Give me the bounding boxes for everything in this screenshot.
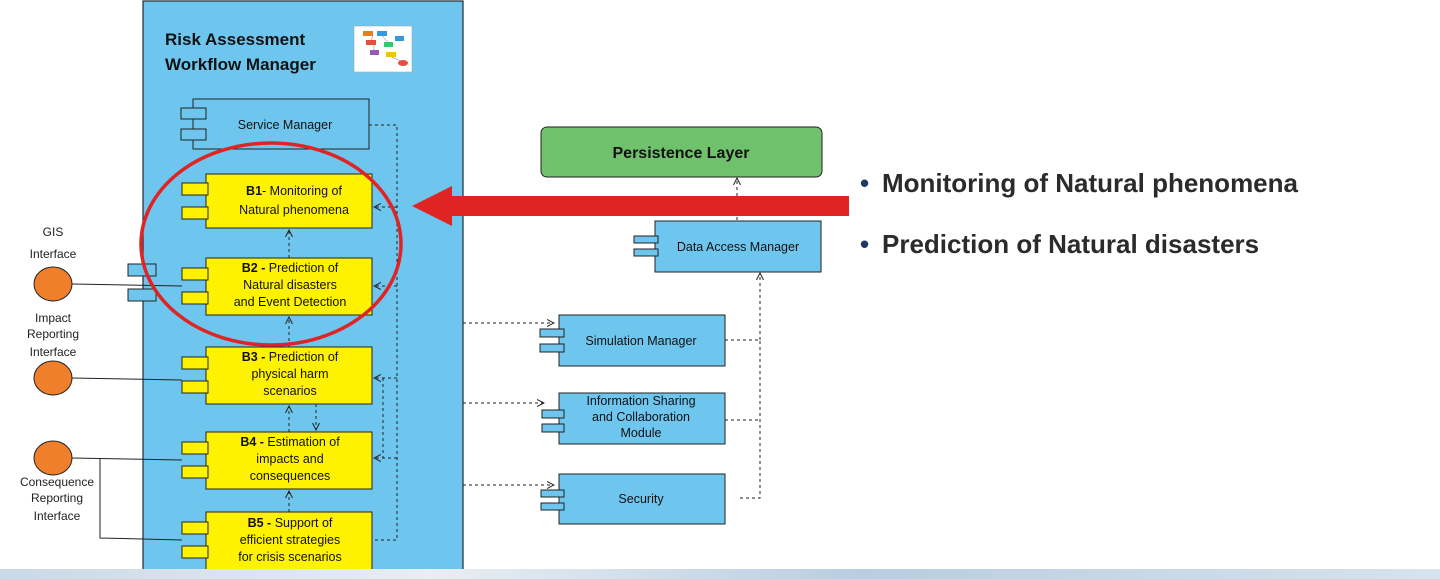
b5-line1: B5 - Support of <box>248 516 333 530</box>
impact-reporting-interface: Impact Reporting Interface <box>27 311 183 396</box>
gis-interface-label2: Interface <box>30 247 77 261</box>
b5-line1-rest: Support of <box>271 516 333 530</box>
b4-line2: impacts and <box>256 452 323 466</box>
service-manager: Service Manager <box>180 98 370 150</box>
data-access-manager-label: Data Access Manager <box>677 240 799 254</box>
consequence-reporting-interface: Consequence Reporting Interface <box>20 440 183 541</box>
bullet-item-monitoring: • Monitoring of Natural phenomena <box>860 168 1298 198</box>
b2-code: B2 - <box>242 261 266 275</box>
bullet-text-prediction: Prediction of Natural disasters <box>882 229 1260 259</box>
component-b3: B3 - Prediction of physical harm scenari… <box>181 346 373 405</box>
b4-line1-rest: Estimation of <box>264 435 340 449</box>
b3-line2: physical harm <box>251 367 328 381</box>
gis-port <box>127 263 157 302</box>
footer-strip <box>0 569 1440 579</box>
data-access-manager: Data Access Manager <box>633 220 822 273</box>
gis-interface-circle <box>33 266 73 302</box>
highlight-arrow <box>412 186 849 226</box>
bullet-dot-icon: • <box>860 168 870 198</box>
b2-line1-rest: Prediction of <box>265 261 338 275</box>
component-b2: B2 - Prediction of Natural disasters and… <box>181 257 373 316</box>
b3-line3: scenarios <box>263 384 317 398</box>
b5-line3: for crisis scenarios <box>238 550 342 564</box>
component-b1: B1- Monitoring of Natural phenomena <box>181 173 373 229</box>
component-b5: B5 - Support of efficient strategies for… <box>181 511 373 571</box>
b4-code: B4 - <box>240 435 264 449</box>
b1-line2: Natural phenomena <box>239 203 349 217</box>
b1-code: B1 <box>246 184 262 198</box>
b3-line1: B3 - Prediction of <box>242 350 339 364</box>
security-label: Security <box>618 492 664 506</box>
impact-interface-circle <box>33 360 73 396</box>
b3-code: B3 - <box>242 350 266 364</box>
impact-interface-label2: Reporting <box>27 327 79 341</box>
workflow-diagram-icon <box>353 25 413 73</box>
component-b4: B4 - Estimation of impacts and consequen… <box>181 431 373 490</box>
manager-title-line2: Workflow Manager <box>165 55 316 74</box>
bullet-text-monitoring: Monitoring of Natural phenomena <box>882 168 1298 198</box>
b3-line1-rest: Prediction of <box>265 350 338 364</box>
consequence-interface-label2: Reporting <box>31 491 83 505</box>
b5-code: B5 - <box>248 516 272 530</box>
persistence-layer: Persistence Layer <box>540 126 823 178</box>
highlight-ellipse <box>139 141 403 347</box>
persistence-layer-label: Persistence Layer <box>613 145 750 162</box>
internal-flows <box>289 124 760 541</box>
highlight-bullet-list: • Monitoring of Natural phenomena • Predic… <box>860 168 1298 290</box>
simulation-manager-label: Simulation Manager <box>585 334 696 348</box>
info-sharing-line3: Module <box>621 426 662 440</box>
info-sharing-line2: and Collaboration <box>592 410 690 424</box>
consequence-interface-label1: Consequence <box>20 475 94 489</box>
bullet-item-prediction: • Prediction of Natural disasters <box>860 229 1298 259</box>
consequence-interface-label3: Interface <box>34 509 81 523</box>
b2-line1: B2 - Prediction of <box>242 261 339 275</box>
information-sharing-module: Information Sharing and Collaboration Mo… <box>541 392 726 445</box>
impact-interface-label1: Impact <box>35 311 72 325</box>
b2-line2: Natural disasters <box>243 278 337 292</box>
simulation-manager: Simulation Manager <box>539 314 726 367</box>
gis-interface-label1: GIS <box>43 225 64 239</box>
b4-line1: B4 - Estimation of <box>240 435 340 449</box>
service-manager-label: Service Manager <box>238 118 333 132</box>
b1-line1: B1- Monitoring of <box>246 184 342 198</box>
b5-line2: efficient strategies <box>240 533 341 547</box>
b4-line3: consequences <box>250 469 331 483</box>
impact-interface-label3: Interface <box>30 345 77 359</box>
b1-line1-rest: - Monitoring of <box>262 184 342 198</box>
security-module: Security <box>540 473 726 525</box>
bullet-dot-icon: • <box>860 229 870 259</box>
b2-line3: and Event Detection <box>234 295 347 309</box>
consequence-interface-circle <box>33 440 73 476</box>
gis-interface: GIS Interface <box>30 225 183 302</box>
manager-title-line1: Risk Assessment <box>165 30 306 49</box>
info-sharing-line1: Information Sharing <box>586 394 695 408</box>
